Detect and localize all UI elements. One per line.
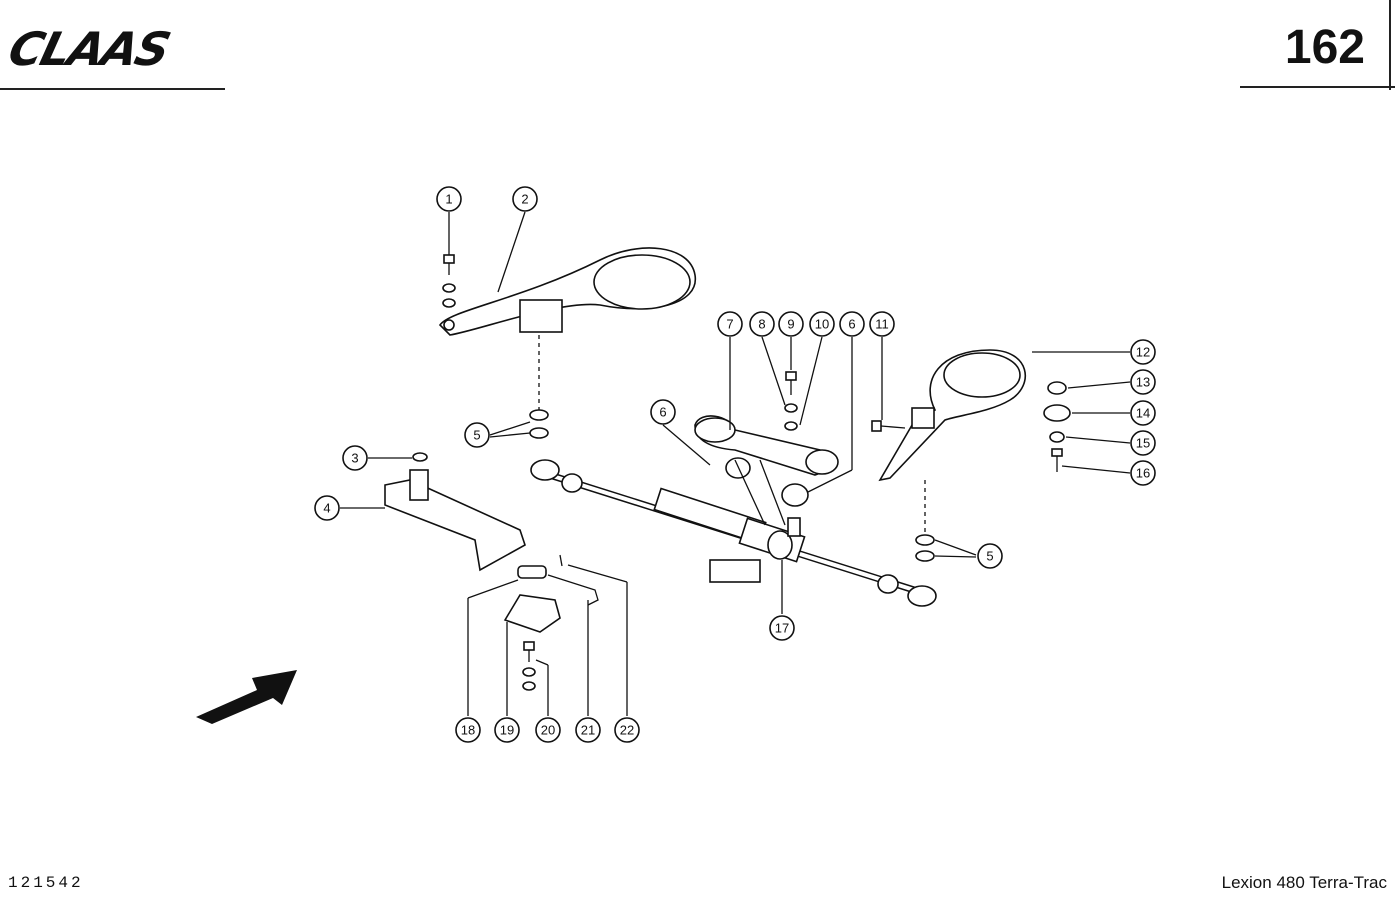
callout: 6 xyxy=(839,311,865,337)
svg-text:17: 17 xyxy=(775,621,789,636)
header-rule-side xyxy=(1389,0,1391,90)
svg-text:11: 11 xyxy=(875,317,889,332)
svg-text:7: 7 xyxy=(726,317,733,332)
callout: 18 xyxy=(455,717,481,743)
callout: 5 xyxy=(977,543,1003,569)
callout: 22 xyxy=(614,717,640,743)
upper-bracket xyxy=(438,247,696,410)
callout: 2 xyxy=(512,186,538,212)
callout: 21 xyxy=(575,717,601,743)
svg-text:1: 1 xyxy=(445,192,452,207)
svg-text:6: 6 xyxy=(659,405,666,420)
document-number: 121542 xyxy=(8,874,84,892)
callout: 1 xyxy=(436,186,462,212)
hardware-13-16 xyxy=(1043,381,1071,472)
svg-text:20: 20 xyxy=(541,723,555,738)
callout: 11 xyxy=(869,311,895,337)
svg-text:14: 14 xyxy=(1136,406,1150,421)
svg-text:19: 19 xyxy=(500,723,514,738)
callout: 7 xyxy=(717,311,743,337)
steering-rod xyxy=(530,459,937,607)
svg-text:9: 9 xyxy=(787,317,794,332)
svg-text:18: 18 xyxy=(461,723,475,738)
callout: 9 xyxy=(778,311,804,337)
callout: 12 xyxy=(1130,339,1156,365)
callout: 10 xyxy=(809,311,835,337)
model-name: Lexion 480 Terra-Trac xyxy=(1221,873,1387,892)
svg-text:22: 22 xyxy=(620,723,634,738)
arrow-icon xyxy=(196,670,297,724)
callout: 14 xyxy=(1130,400,1156,426)
svg-text:4: 4 xyxy=(323,501,330,516)
svg-text:2: 2 xyxy=(521,192,528,207)
callout: 20 xyxy=(535,717,561,743)
bolt-9 xyxy=(784,371,798,431)
callout: 5 xyxy=(464,422,490,448)
header-rule-left xyxy=(0,88,225,90)
bolt-11 xyxy=(871,420,906,432)
callout: 4 xyxy=(314,495,340,521)
washers-5-left xyxy=(529,409,549,439)
svg-text:13: 13 xyxy=(1136,375,1150,390)
page-number: 162 xyxy=(1284,21,1365,74)
header-rule-right xyxy=(1240,86,1395,88)
callout: 6 xyxy=(650,399,676,425)
svg-text:8: 8 xyxy=(758,317,765,332)
callout: 3 xyxy=(342,445,368,471)
svg-text:6: 6 xyxy=(848,317,855,332)
link-arm xyxy=(694,415,839,526)
leader-lines xyxy=(340,211,1131,716)
lower-small-parts xyxy=(503,554,599,691)
bolt-1 xyxy=(442,254,456,308)
callout: 16 xyxy=(1130,460,1156,486)
svg-text:15: 15 xyxy=(1136,436,1150,451)
svg-text:10: 10 xyxy=(815,317,829,332)
right-bracket xyxy=(878,349,1026,562)
callout: 13 xyxy=(1130,369,1156,395)
callout: 17 xyxy=(769,615,795,641)
callout: 19 xyxy=(494,717,520,743)
svg-text:3: 3 xyxy=(351,451,358,466)
lower-bracket xyxy=(384,452,526,572)
svg-text:5: 5 xyxy=(473,428,480,443)
svg-text:5: 5 xyxy=(986,549,993,564)
callout: 15 xyxy=(1130,430,1156,456)
svg-text:21: 21 xyxy=(581,723,595,738)
svg-text:16: 16 xyxy=(1136,466,1150,481)
callout: 8 xyxy=(749,311,775,337)
svg-text:12: 12 xyxy=(1136,345,1150,360)
